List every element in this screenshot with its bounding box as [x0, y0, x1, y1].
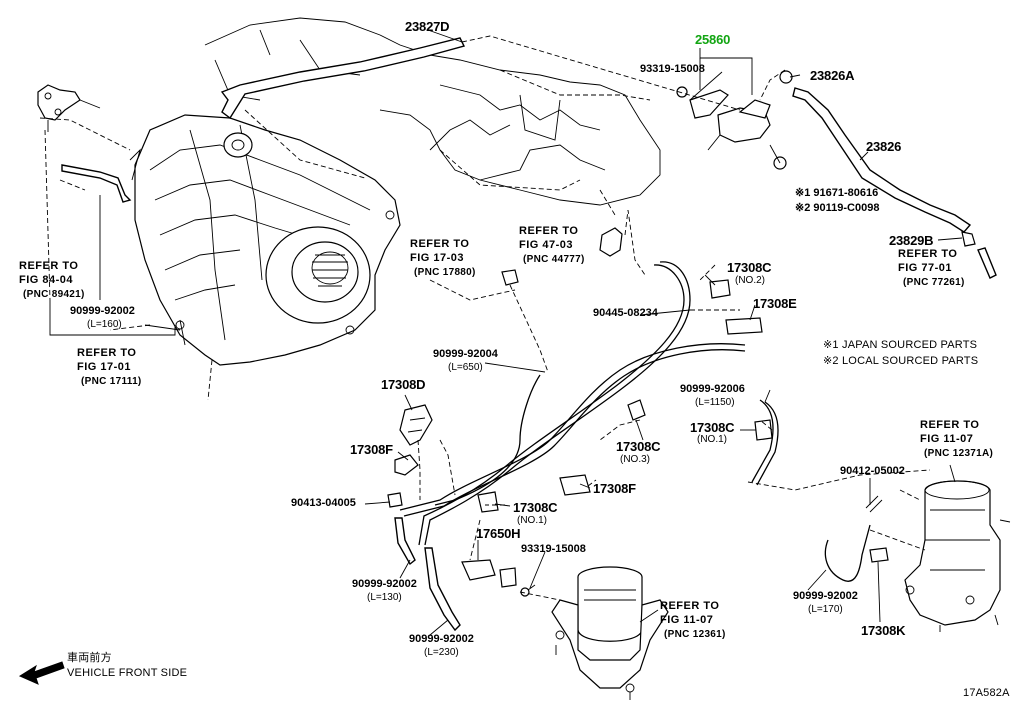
- legend-japan: ※1 JAPAN SOURCED PARTS: [823, 339, 978, 351]
- label-17308f-left: 17308F: [350, 442, 393, 457]
- label-23826: 23826: [866, 139, 902, 154]
- note-market-2: ※2 90119-C0098: [795, 202, 880, 214]
- leader-lines: [49, 29, 963, 636]
- label-17308c-no2: 17308C: [727, 260, 772, 275]
- label-23829b: 23829B: [889, 233, 934, 248]
- label-90999-92002-l130: 90999-92002: [352, 578, 417, 590]
- hose-90999-92002-l230: [424, 547, 461, 632]
- ref-fig11-bottom-line2: FIG 11-07: [660, 614, 714, 626]
- label-93319-15008-top: 93319-15008: [640, 63, 705, 75]
- clamp-23829b: [961, 231, 976, 247]
- ref-fig17-03-pnc: (PNC 17880): [414, 267, 476, 278]
- label-90999-92002-l160: 90999-92002: [70, 305, 135, 317]
- engine-mount-right: [904, 480, 1011, 632]
- label-17308c-no1-mid: 17308C: [513, 500, 558, 515]
- label-23827d: 23827D: [405, 19, 450, 34]
- label-17308k: 17308K: [861, 623, 906, 638]
- label-90412-05002: 90412-05002: [840, 465, 905, 477]
- ref-fig77-line1: REFER TO: [898, 248, 958, 260]
- ref-fig77-pnc: (PNC 77261): [903, 277, 965, 288]
- qualifier-no2: (NO.2): [735, 275, 765, 286]
- engine-block-outline: [204, 17, 661, 206]
- sensor-bracket-left: [37, 84, 101, 132]
- ref-fig77-line2: FIG 77-01: [898, 262, 953, 274]
- label-90999-92004: 90999-92004: [433, 348, 498, 360]
- hose-90999-92002-l130: [394, 517, 416, 566]
- direction-en: VEHICLE FRONT SIDE: [67, 667, 188, 679]
- valve-90412: [865, 495, 883, 513]
- label-90999-92002-l170: 90999-92002: [793, 590, 858, 602]
- note-market-1: ※1 91671-80616: [795, 187, 879, 199]
- ref-fig47-pnc: (PNC 44777): [523, 254, 585, 265]
- ref-fig84-line1: REFER TO: [19, 260, 79, 272]
- label-25860: 25860: [695, 32, 731, 47]
- label-17308e: 17308E: [753, 296, 797, 311]
- diagram-id: 17A582A: [963, 687, 1010, 699]
- ref-fig11-right-line2: FIG 11-07: [920, 433, 974, 445]
- hose-90999-92002-l170: [824, 524, 871, 582]
- qualifier-l1150: (L=1150): [695, 397, 735, 408]
- label-90413-04005: 90413-04005: [291, 497, 356, 509]
- hose-left-small: [61, 164, 132, 203]
- qualifier-no1-mid: (NO.1): [517, 515, 547, 526]
- label-90445-08234: 90445-08234: [593, 307, 658, 319]
- ref-fig47-line2: FIG 47-03: [519, 239, 574, 251]
- intake-manifold: [129, 114, 401, 366]
- legend-local: ※2 LOCAL SOURCED PARTS: [823, 355, 979, 367]
- sensor-fig47: [599, 227, 623, 257]
- label-17650h: 17650H: [476, 526, 521, 541]
- dashed-leaders: [39, 35, 931, 601]
- qualifier-l160: (L=160): [87, 319, 122, 330]
- vsv-valve-25860: [676, 86, 787, 170]
- engine-mount-bottom: [551, 566, 669, 700]
- ref-fig84-line2: FIG 84-04: [19, 274, 74, 286]
- ref-fig17-01-line1: REFER TO: [77, 347, 137, 359]
- qualifier-l130: (L=130): [367, 592, 402, 603]
- ref-fig17-01-line2: FIG 17-01: [77, 361, 132, 373]
- qualifier-no1-right: (NO.1): [697, 434, 727, 445]
- ref-fig11-right-pnc: (PNC 12371A): [924, 448, 994, 459]
- label-17308f-mid: 17308F: [593, 481, 636, 496]
- vacuum-lines: [399, 261, 779, 546]
- label-17308c-no3: 17308C: [616, 439, 661, 454]
- ref-fig11-bottom-pnc: (PNC 12361): [664, 629, 726, 640]
- qualifier-no3: (NO.3): [620, 454, 650, 465]
- ref-fig17-03-line2: FIG 17-03: [410, 252, 465, 264]
- ref-fig11-bottom-line1: REFER TO: [660, 600, 720, 612]
- label-17308d: 17308D: [381, 377, 426, 392]
- label-90999-92006: 90999-92006: [680, 383, 745, 395]
- qualifier-l650: (L=650): [448, 362, 483, 373]
- qualifier-l170: (L=170): [808, 604, 843, 615]
- ref-fig84-pnc: (PNC 89421): [23, 289, 85, 300]
- front-arrow-icon: [18, 661, 65, 685]
- qualifier-l230: (L=230): [424, 647, 459, 658]
- ref-fig47-line1: REFER TO: [519, 225, 579, 237]
- clip-17308k: [869, 547, 889, 563]
- ref-fig17-03-line1: REFER TO: [410, 238, 470, 250]
- label-23826a: 23826A: [810, 68, 855, 83]
- ref-fig11-right-line1: REFER TO: [920, 419, 980, 431]
- clips: [387, 279, 773, 597]
- sensor-fig17-03: [501, 269, 519, 286]
- hose-23827d: [220, 37, 466, 120]
- label-17308c-no1-right: 17308C: [690, 420, 735, 435]
- label-90999-92002-l230: 90999-92002: [409, 633, 474, 645]
- label-93319-15008-bottom: 93319-15008: [521, 543, 586, 555]
- ref-fig17-01-pnc: (PNC 17111): [81, 376, 142, 387]
- pipe-fig77: [977, 247, 997, 279]
- direction-jp: 車両前方: [67, 652, 112, 664]
